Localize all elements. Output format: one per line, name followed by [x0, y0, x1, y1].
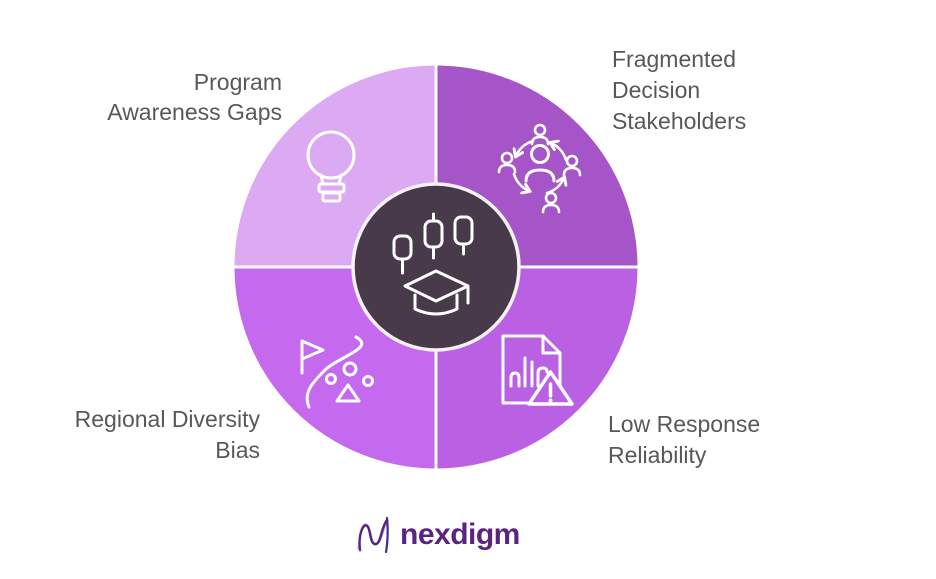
report-warning-icon	[501, 334, 574, 406]
label-low-response-reliability: Low Response Reliability	[608, 411, 761, 468]
stakeholders-network-icon	[497, 123, 582, 214]
nexdigm-logo-text: nexdigm	[400, 518, 520, 551]
candlestick-chart-icon	[392, 212, 474, 275]
route-flag-icon	[300, 335, 374, 409]
label-fragmented-decision-stakeholders: Fragmented Decision Stakeholders	[612, 46, 747, 134]
graduation-cap-icon	[403, 269, 470, 316]
nexdigm-n-logo-icon	[357, 516, 389, 554]
label-regional-diversity-bias: Regional Diversity Bias	[74, 406, 260, 463]
footer-logo: nexdigm	[356, 512, 520, 558]
label-program-awareness-gaps: Program Awareness Gaps	[107, 69, 282, 125]
lightbulb-icon	[306, 130, 356, 203]
center-circle	[351, 182, 521, 352]
